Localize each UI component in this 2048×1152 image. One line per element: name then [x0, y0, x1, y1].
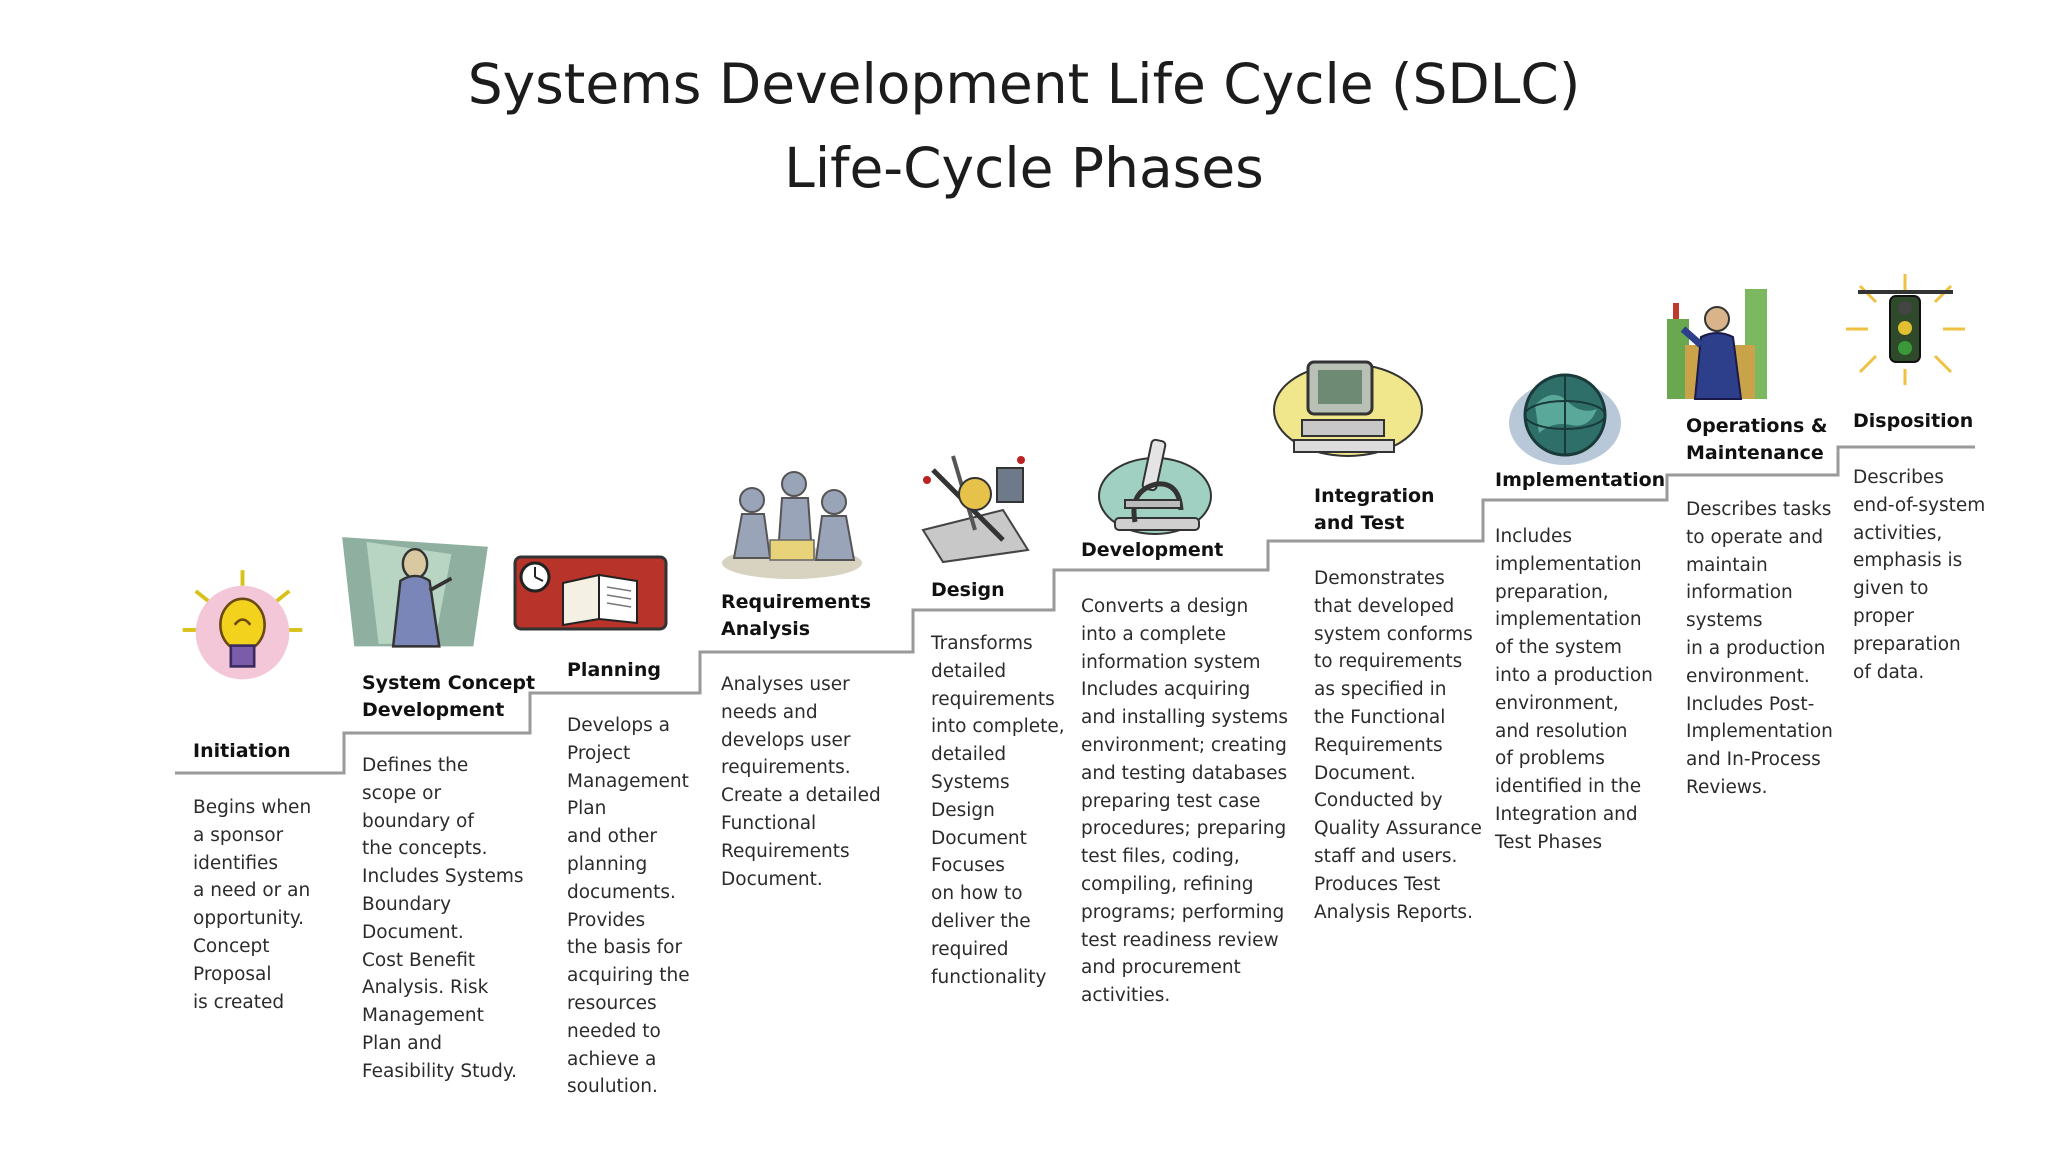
- phase-operations-description: Describes tasks to operate and maintain …: [1686, 499, 1833, 798]
- phase-design-description: Transforms detailed requirements into co…: [931, 633, 1065, 988]
- phase-disposition-name: Disposition: [1853, 410, 1974, 432]
- diagram-subtitle: Life-Cycle Phases: [784, 136, 1264, 200]
- microscope-icon: [1095, 430, 1220, 540]
- businessman-icon: [1665, 285, 1770, 400]
- phase-implementation-description: Includes implementation preparation, imp…: [1495, 526, 1653, 853]
- phase-planning-description: Develops a Project Management Plan and o…: [567, 715, 690, 1098]
- phase-integration-name: Integration and Test: [1314, 485, 1435, 534]
- phase-requirements-description: Analyses user needs and develops user re…: [721, 674, 881, 890]
- computer-icon: [1268, 348, 1423, 466]
- phase-planning-name: Planning: [567, 659, 661, 681]
- book-clock-icon: [513, 553, 668, 633]
- phase-development-description: Converts a design into a complete inform…: [1081, 596, 1289, 1007]
- drafting-tools-icon: [913, 450, 1038, 565]
- phase-requirements-name: Requirements Analysis: [721, 591, 872, 640]
- phase-initiation-description: Begins when a sponsor identifies a need …: [193, 797, 312, 1013]
- phase-system-concept-description: Defines the scope or boundary of the con…: [362, 755, 524, 1082]
- phase-disposition-description: Describes end-of-system activities, emph…: [1853, 467, 1986, 683]
- phase-system-concept-name: System Concept Development: [362, 672, 536, 721]
- diagram-title: Systems Development Life Cycle (SDLC): [467, 52, 1581, 116]
- globe-icon: [1505, 365, 1625, 470]
- phase-initiation-name: Initiation: [193, 740, 291, 762]
- traffic-light-icon: [1838, 272, 1973, 387]
- phase-development-name: Development: [1081, 539, 1224, 561]
- phase-implementation-name: Implementation: [1495, 469, 1666, 491]
- phase-operations-name: Operations & Maintenance: [1686, 415, 1828, 464]
- team-meeting-icon: [712, 458, 872, 583]
- lightbulb-icon: [175, 565, 310, 695]
- scientist-icon: [330, 528, 500, 653]
- phase-integration-description: Demonstrates that developed system confo…: [1314, 568, 1482, 923]
- phase-design-name: Design: [931, 579, 1005, 601]
